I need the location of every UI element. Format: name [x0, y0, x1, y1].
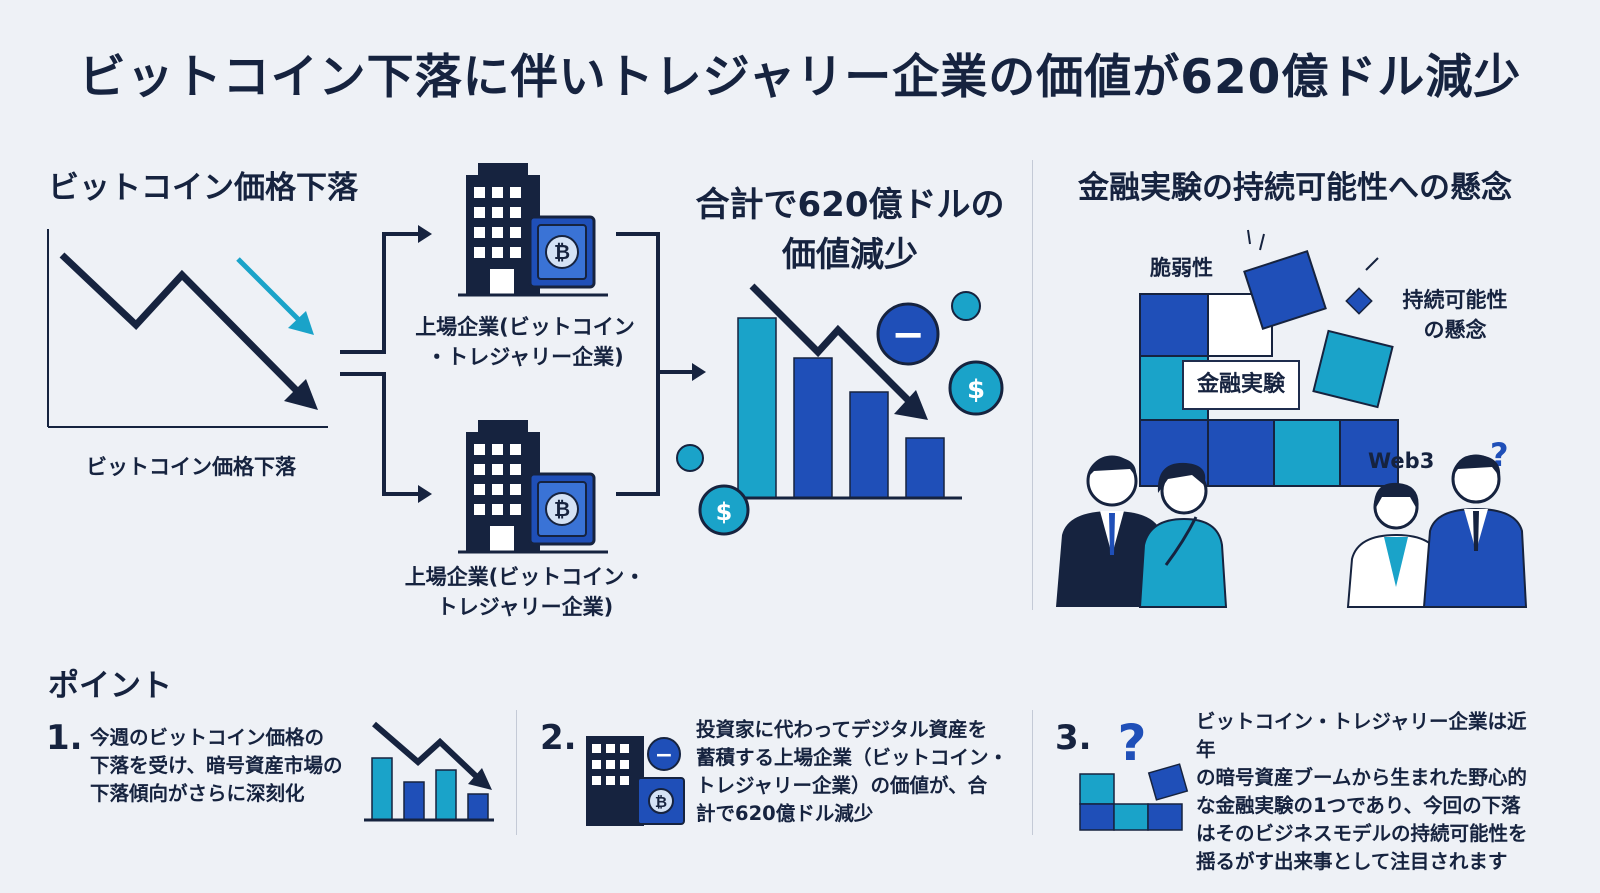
svg-text:−: − [655, 743, 673, 768]
point-3-number: 3. [1055, 718, 1092, 758]
minus-icon: − [891, 312, 925, 358]
person-woman-right [1346, 482, 1446, 608]
top-company-label: 上場企業(ビットコイン ・トレジャリー企業) [415, 315, 635, 369]
points-divider-2 [1032, 710, 1033, 835]
person-woman-left [1138, 462, 1228, 608]
price-decline-arrowhead [284, 379, 318, 410]
puzzle-question-icon: ? [1079, 714, 1189, 831]
company-minus-icon: ₿ − [586, 736, 685, 826]
building-windows [474, 187, 521, 258]
bottom-company-label: 上場企業(ビットコイン・ トレジャリー企業) [404, 565, 646, 619]
svg-text:?: ? [1117, 714, 1146, 772]
bitcoin-coin [545, 492, 579, 526]
puzzle-piece [1339, 419, 1399, 487]
building-door [490, 526, 514, 552]
dollar-icon: $ [967, 375, 985, 405]
sustainability-concern-label: 持続可能性 の懸念 [1402, 288, 1508, 342]
points-divider-1 [516, 710, 517, 835]
bitcoin-decline-chart [47, 229, 328, 428]
point-1-number: 1. [46, 718, 83, 758]
svg-text:₿: ₿ [655, 793, 667, 811]
bitcoin-decline-heading: ビットコイン価格下落 [48, 170, 358, 206]
people-illustration [1056, 454, 1528, 608]
bitcoin-icon: ₿ [554, 240, 570, 264]
sustainability-heading: 金融実験の持続可能性への懸念 [1078, 170, 1512, 206]
puzzle-piece [1207, 419, 1275, 487]
dollar-coin-left [698, 484, 750, 536]
chart-caption: ビットコイン価格下落 [86, 455, 296, 479]
bottom-company-building: ₿ [458, 420, 608, 554]
price-decline-line [59, 252, 299, 393]
arrowhead-top-company [418, 225, 432, 243]
page-title: ビットコイン下落に伴いトレジャリー企業の価値が620億ドル減少 [78, 50, 1522, 105]
fragility-label: 脆弱性 [1150, 256, 1213, 280]
decline-arrow-line [749, 283, 911, 403]
building-door [490, 269, 514, 295]
building-roof [478, 163, 528, 177]
puzzle-illustration [1139, 229, 1399, 487]
total-decrease-heading: 合計で620億ドルの 価値減少 [695, 185, 1005, 275]
arrowhead-bottom-company [418, 485, 432, 503]
floating-puzzle-piece [1243, 250, 1327, 330]
decline-chart-icon [364, 721, 494, 822]
financial-experiment-label: 金融実験 [1182, 360, 1300, 410]
point-1-text: 今週のビットコイン価格の 下落を受け、暗号資産市場の 下落傾向がさらに深刻化 [90, 726, 343, 805]
minus-badge [876, 302, 940, 366]
bar-4 [905, 437, 945, 499]
decline-arrowhead [894, 390, 928, 420]
cyan-trend-arrowhead [288, 311, 314, 335]
point-2-text: 投資家に代わってデジタル資産を 蓄積する上場企業（ビットコイン・ トレジャリー企… [696, 718, 1009, 825]
bitcoin-icon: ₿ [554, 497, 570, 521]
connector-top-to-total [616, 232, 660, 496]
dollar-coin-right [948, 360, 1004, 416]
points-heading: ポイント [48, 668, 172, 704]
person-man-right [1422, 454, 1528, 608]
building-windows [474, 444, 521, 515]
value-decrease-chart: − $ $ [676, 283, 1004, 536]
bar-2 [793, 357, 833, 499]
bar-1 [737, 317, 777, 499]
point-2-number: 2. [540, 718, 577, 758]
puzzle-piece [1139, 293, 1209, 357]
floating-puzzle-fragment [1345, 287, 1373, 315]
connector-to-bottom-company [340, 372, 420, 496]
section-divider [1032, 160, 1033, 610]
point-3-text: ビットコイン・トレジャリー企業は近年 の暗号資産ブームから生まれた野心的 な金融… [1196, 710, 1528, 873]
bar-3 [849, 391, 889, 499]
puzzle-piece [1273, 419, 1341, 487]
floating-puzzle-piece [1312, 329, 1394, 409]
flow-connectors [340, 225, 706, 503]
bitcoin-coin [545, 235, 579, 269]
broken-coin-left [676, 444, 704, 472]
arrowhead-to-total [692, 363, 706, 381]
web3-label: Web3 [1368, 449, 1435, 473]
building-roof [478, 420, 528, 434]
person-man-left [1056, 455, 1166, 607]
top-company-building: ₿ [458, 163, 608, 297]
cyan-trend-arrow-shaft [236, 257, 300, 321]
connector-to-top-company [340, 232, 420, 354]
broken-coin-fragment [951, 291, 981, 321]
dollar-icon: $ [716, 498, 733, 526]
